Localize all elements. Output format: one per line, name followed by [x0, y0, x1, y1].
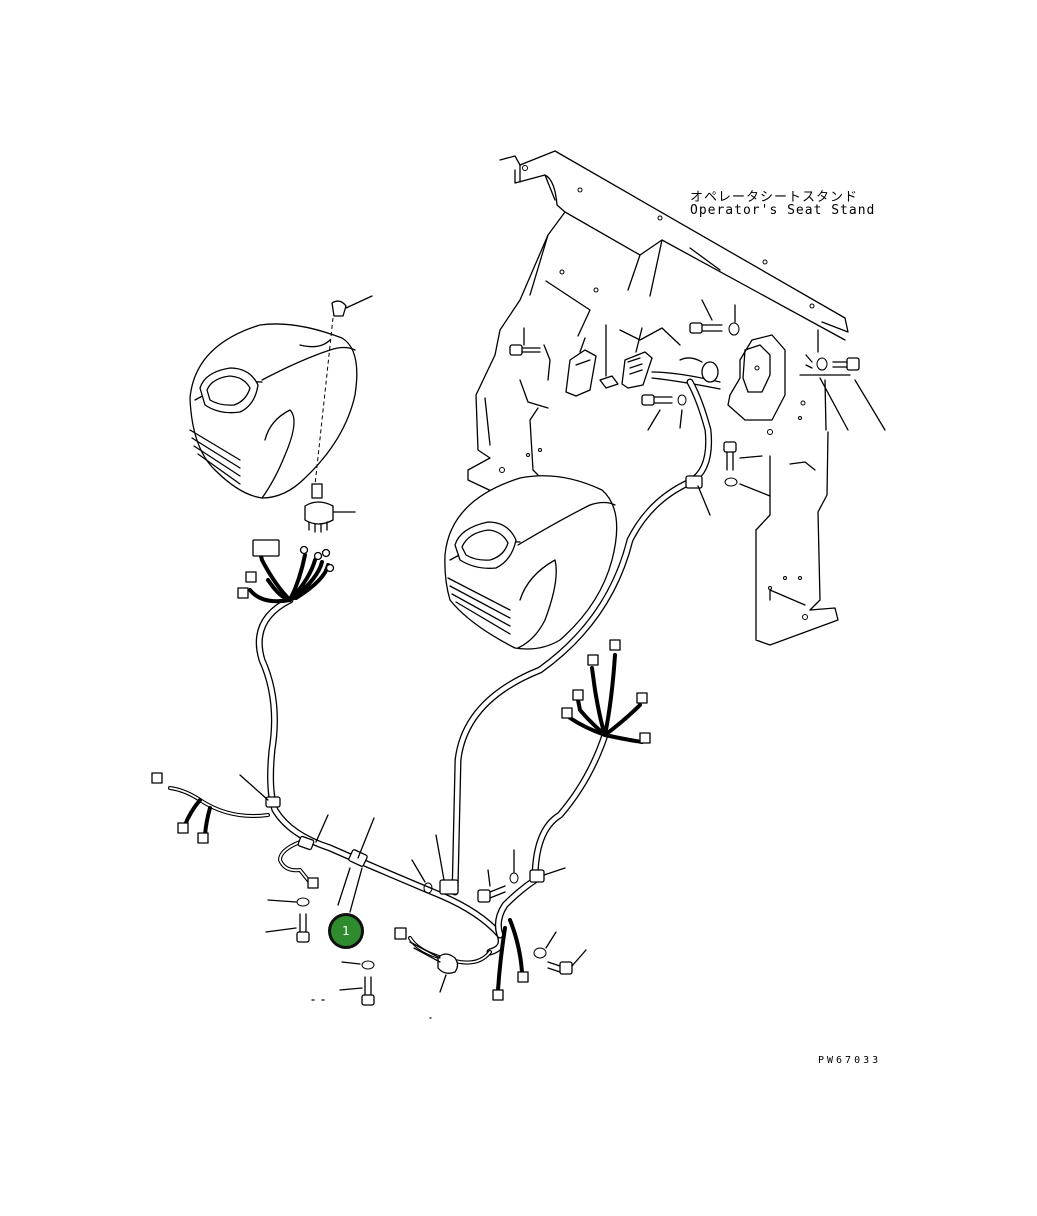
left-monitor-panel	[189, 323, 358, 499]
part-name-jp: オペレータシートスタンド	[690, 190, 859, 205]
drawing-code: PW67033	[818, 1055, 882, 1066]
callout-1-button[interactable]: 1	[328, 913, 364, 949]
callout-leader	[349, 867, 363, 913]
seat-stand-frame	[467, 150, 851, 646]
fasteners	[265, 849, 587, 1019]
key-switch	[304, 483, 356, 533]
connectors	[151, 539, 651, 1001]
clamps	[239, 475, 711, 906]
part-name-en: Operator's Seat Stand	[690, 203, 876, 218]
stand-hardware	[509, 299, 886, 497]
right-monitor-panel	[444, 475, 618, 650]
clip	[331, 300, 347, 317]
